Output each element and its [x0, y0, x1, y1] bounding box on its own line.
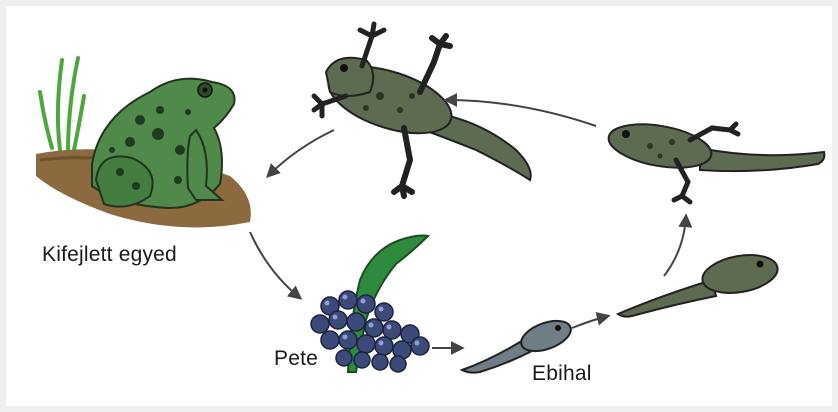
egg-cluster-icon [311, 236, 429, 373]
adult-frog-icon [36, 58, 251, 227]
arrow-tadpole-to-older [572, 316, 608, 328]
legged-tadpole-icon [605, 117, 824, 202]
label-adult: Kifejlett egyed [42, 243, 177, 267]
froglet-icon [314, 24, 531, 196]
label-egg: Pete [274, 347, 318, 371]
arrow-adult-to-egg [250, 232, 300, 298]
tadpole-icon [618, 250, 781, 317]
label-tadpole: Ebihal [532, 362, 592, 386]
arrow-froglet-to-adult [268, 130, 334, 176]
arrow-older-to-legged [664, 216, 686, 276]
